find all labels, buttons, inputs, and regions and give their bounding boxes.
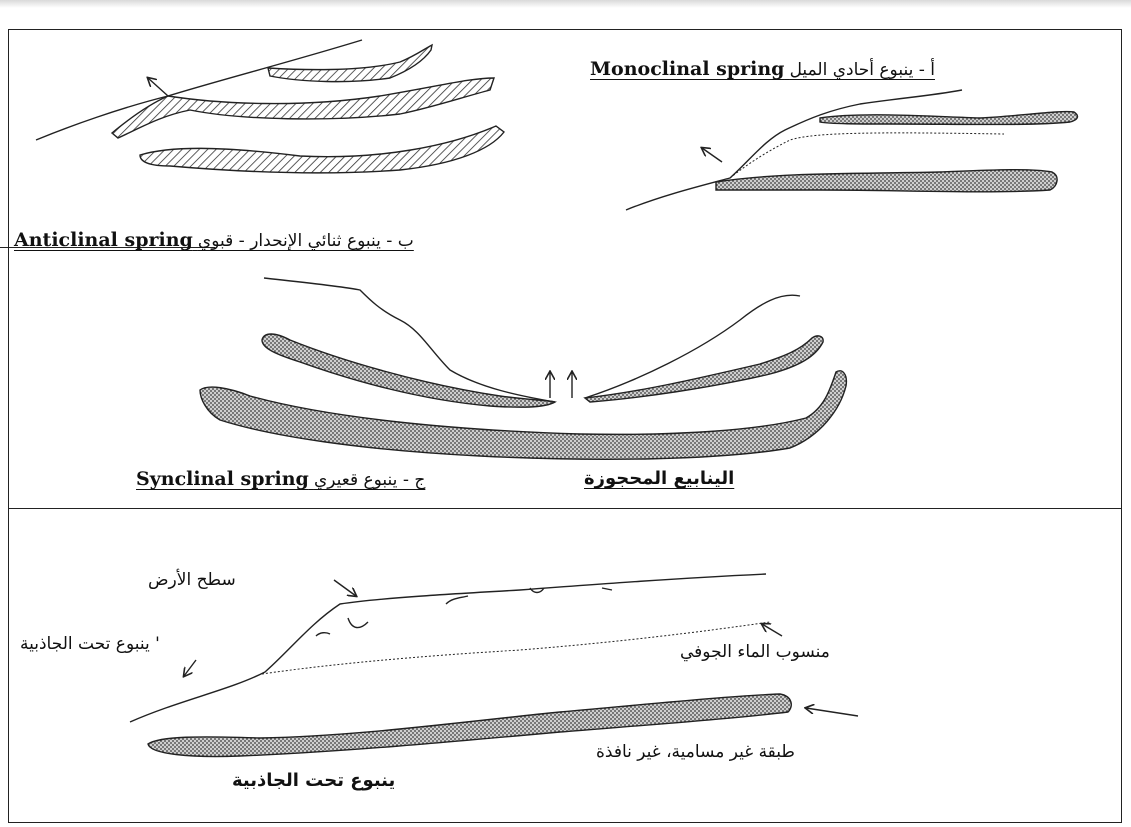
dotted-layer-lower [200, 371, 846, 460]
ground-surface-label: سطح الأرض [148, 572, 236, 589]
dotted-layer-upper [820, 112, 1077, 125]
dotted-layer-upper [262, 334, 823, 407]
dotted-layer-lower [716, 170, 1057, 192]
subgravity-panel [130, 574, 858, 757]
synclinal-label: Synclinal spring ج - ينبوع قعيري [136, 470, 425, 489]
anticlinal-panel [36, 40, 504, 173]
anticlinal-arabic: ب - ينبوع ثنائي الإنحدار - قبوي [198, 231, 414, 251]
ground-surface-pointer [334, 580, 356, 596]
surface-pit-2 [446, 596, 468, 604]
synclinal-panel [200, 278, 846, 459]
ground-surface-line [130, 574, 766, 722]
surface-pit-4 [316, 633, 330, 636]
impermeable-layer-pointer [806, 708, 858, 716]
hatched-layer-1 [268, 45, 432, 82]
monoclinal-english: Monoclinal spring [590, 58, 784, 80]
anticlinal-english: Anticlinal spring [14, 229, 193, 251]
spring-flow-arrow [148, 78, 168, 96]
anticlinal-label: Anticlinal spring ب - ينبوع ثنائي الإنحد… [14, 231, 414, 250]
surface-pit-1 [348, 618, 368, 628]
spring-flow-arrow [184, 660, 196, 676]
impermeable-layer-label: طبقة غير مسامية، غير نافذة [596, 744, 795, 761]
monoclinal-panel [626, 90, 1077, 210]
ground-surface-line [626, 90, 962, 210]
water-table-label: منسوب الماء الجوفي [680, 644, 830, 661]
monoclinal-label: Monoclinal spring أ - ينبوع أحادي الميل [590, 60, 935, 79]
subgravity-spring-title: ينبوع تحت الجاذبية [232, 772, 395, 790]
surface-pit-5 [602, 588, 612, 590]
water-table-pointer [762, 624, 782, 636]
hatched-layer-2 [112, 78, 494, 138]
monoclinal-arabic: أ - ينبوع أحادي الميل [790, 60, 935, 80]
synclinal-english: Synclinal spring [136, 468, 309, 490]
ground-surface-line [36, 40, 362, 140]
hatched-layer-3 [140, 126, 504, 173]
subgravity-spring-side-label: ينبوع تحت الجاذبية ' [20, 636, 160, 653]
synclinal-arabic: ج - ينبوع قعيري [314, 470, 425, 490]
confined-springs-title: الينابيع المحجوزة [584, 470, 734, 488]
spring-flow-arrow [702, 148, 722, 162]
